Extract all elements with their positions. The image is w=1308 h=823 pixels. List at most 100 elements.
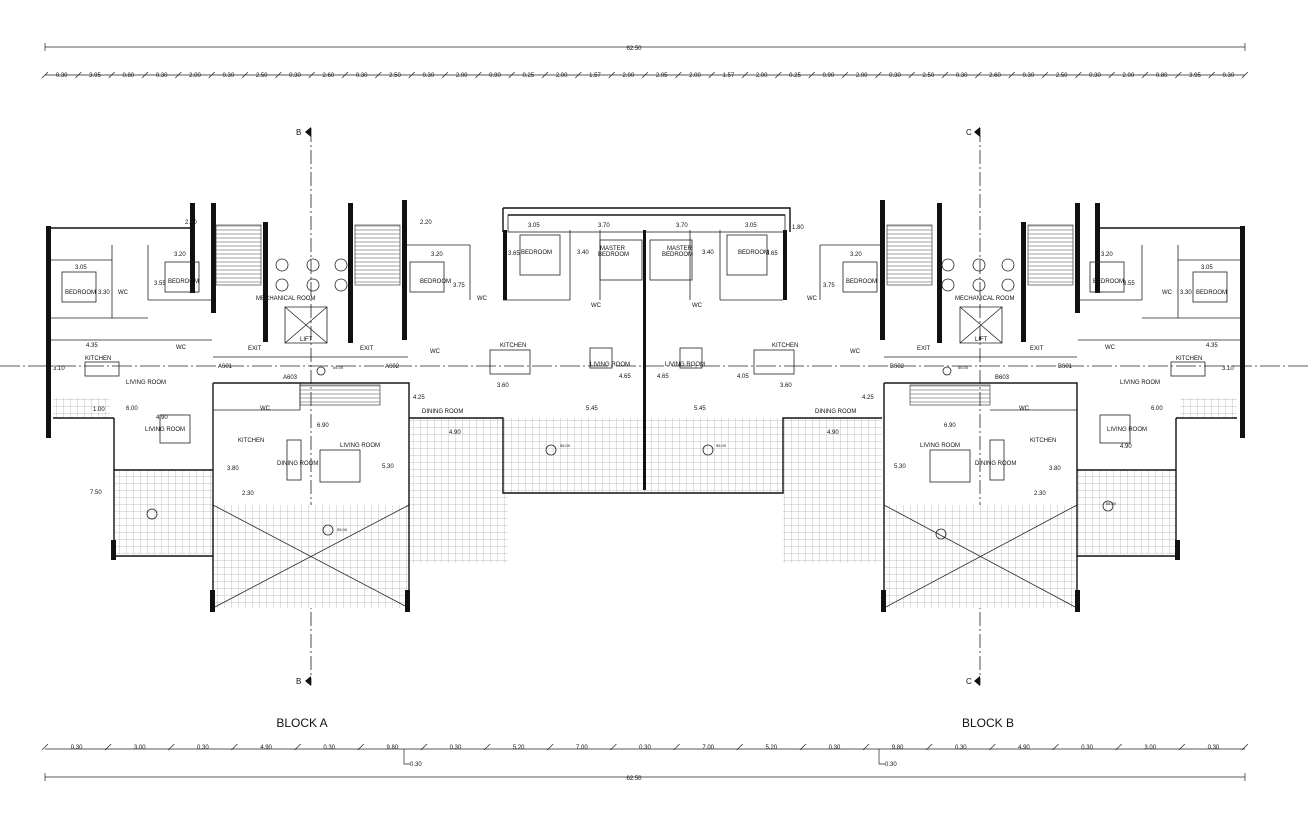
dimension-tick: [375, 71, 382, 79]
terrace-center-r2: [647, 418, 783, 493]
svg-text:3.30: 3.30: [98, 290, 110, 296]
dimension-tick: [108, 71, 115, 79]
dimension-tick: [610, 743, 617, 751]
interior-dimensions: 2.20 2.20 3.05 3.20 3.30 3.55 3.20 3.75 …: [53, 220, 1234, 497]
label-living-6: LIVING ROOM: [920, 443, 960, 449]
svg-text:1.00: 1.00: [93, 407, 105, 413]
dimension-label: 0.30: [955, 745, 967, 751]
section-mark-b-bottom: B: [296, 677, 301, 686]
dimension-tick: [989, 743, 996, 751]
dimension-tick: [1175, 71, 1182, 79]
label-exit-2: EXIT: [360, 346, 374, 352]
dimension-label: 0.30: [197, 745, 209, 751]
dimension-label: 0.30: [323, 745, 335, 751]
dimension-label: 0.30: [222, 73, 234, 79]
dimension-tick: [141, 71, 149, 79]
label-dining-2: DINING ROOM: [277, 461, 318, 467]
level-tag-5: 55.00: [958, 365, 969, 370]
dimension-label: 0.30: [71, 745, 83, 751]
dimension-tick: [736, 743, 743, 751]
label-lift-b: LIFT: [975, 337, 988, 343]
svg-text:5.45: 5.45: [586, 406, 598, 412]
dimension-tick: [673, 743, 680, 751]
svg-text:6.00: 6.00: [1151, 406, 1163, 412]
label-living-1: LIVING ROOM: [126, 380, 166, 386]
label-living-5: LIVING ROOM: [665, 362, 705, 368]
dimension-tick: [441, 71, 449, 79]
level-tag-4: 55.00: [716, 443, 727, 448]
label-wc-11: WC: [260, 406, 271, 412]
dimension-tick: [1208, 71, 1215, 79]
overall-dimension-bottom: 62.50: [44, 773, 1246, 782]
label-kitchen-5: KITCHEN: [238, 438, 264, 444]
svg-text:5.30: 5.30: [382, 464, 394, 470]
svg-text:4.35: 4.35: [1206, 343, 1218, 349]
svg-text:4.35: 4.35: [86, 343, 98, 349]
label-mechanical-room-a: MECHANICAL ROOM: [256, 296, 315, 302]
dimension-label: 2.05: [656, 73, 668, 79]
svg-text:3.75: 3.75: [823, 283, 835, 289]
svg-text:4.90: 4.90: [156, 415, 168, 421]
dimension-tick: [575, 71, 582, 79]
dimension-tick: [41, 743, 49, 751]
label-dining-3: DINING ROOM: [815, 409, 856, 415]
svg-text:3.05: 3.05: [528, 223, 540, 229]
label-living-8: LIVING ROOM: [1120, 380, 1160, 386]
svg-text:3.05: 3.05: [75, 265, 87, 271]
level-tag-1: 55.05: [333, 365, 344, 370]
dimension-tick: [308, 71, 315, 79]
label-kitchen-3: KITCHEN: [772, 343, 798, 349]
bottom-offset-label-a: 0.30: [410, 762, 422, 768]
dimension-tick: [1241, 743, 1249, 751]
svg-text:2.20: 2.20: [185, 220, 197, 226]
dimension-tick: [420, 743, 428, 751]
svg-text:3.10: 3.10: [53, 366, 65, 372]
svg-text:5.30: 5.30: [894, 464, 906, 470]
dimension-tick: [508, 71, 515, 79]
svg-text:3.55: 3.55: [154, 281, 166, 287]
terrace-far-right: [1077, 470, 1176, 554]
terraces: [53, 398, 1237, 609]
dimension-label: 2.00: [856, 73, 868, 79]
dimension-label: 3.95: [89, 73, 101, 79]
unit-tag-b603: B603: [995, 375, 1010, 381]
svg-text:3.65: 3.65: [766, 251, 778, 257]
svg-text:6.00: 6.00: [126, 406, 138, 412]
dimension-tick: [1041, 71, 1049, 79]
svg-text:3.60: 3.60: [497, 383, 509, 389]
svg-text:3.80: 3.80: [1049, 466, 1061, 472]
dimension-tick: [675, 71, 682, 79]
svg-text:3.20: 3.20: [850, 252, 862, 258]
dimension-label: 0.30: [829, 745, 841, 751]
svg-text:3.20: 3.20: [431, 252, 443, 258]
unit-tags: A601 A603 A602 B602 B603 B601: [218, 364, 1073, 381]
label-kitchen-1: KITCHEN: [85, 356, 111, 362]
dimension-label: 0.90: [489, 73, 501, 79]
balcony-far-right: [1180, 398, 1237, 418]
dimension-tick: [104, 743, 112, 751]
svg-text:3.40: 3.40: [702, 250, 714, 256]
dimension-tick: [168, 743, 175, 751]
svg-text:6.90: 6.90: [944, 423, 956, 429]
label-bedroom-3: BEDROOM: [420, 279, 451, 285]
dimension-label: 2.60: [989, 73, 1001, 79]
dimension-label: 2.00: [689, 73, 701, 79]
unit-tag-a601: A601: [218, 364, 233, 370]
dimension-label: 2.00: [622, 73, 634, 79]
dimension-tick: [925, 743, 933, 751]
dimension-label: 2.60: [322, 73, 334, 79]
svg-text:3.60: 3.60: [780, 383, 792, 389]
dimension-label: 0.30: [1208, 745, 1220, 751]
dimension-tick: [975, 71, 982, 79]
dimension-tick: [808, 71, 815, 79]
label-bedroom-6: BEDROOM: [846, 279, 877, 285]
dimension-label: 0.30: [1089, 73, 1101, 79]
dimension-label: 5.20: [765, 745, 777, 751]
dimension-tick: [641, 71, 649, 79]
dimension-tick: [483, 743, 491, 751]
svg-text:3.70: 3.70: [598, 223, 610, 229]
bottom-offset-label-b: 0.30: [885, 762, 897, 768]
svg-text:3.40: 3.40: [577, 250, 589, 256]
